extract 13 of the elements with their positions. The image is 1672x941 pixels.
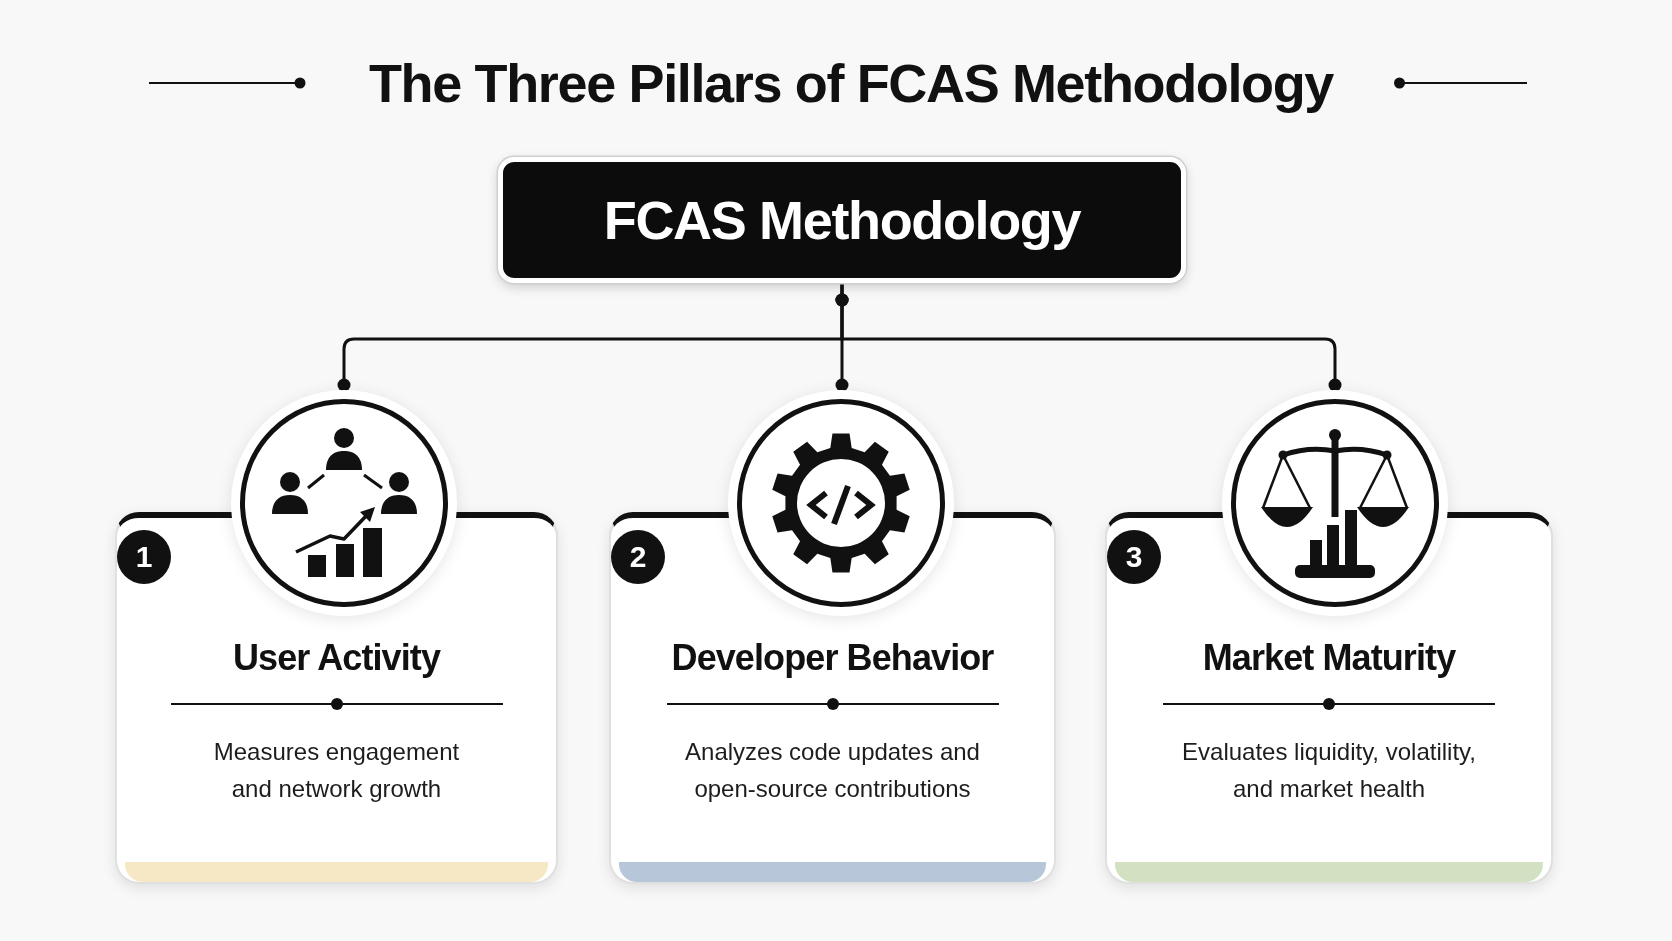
number-badge: 2	[611, 530, 665, 584]
card-description: Analyzes code updates and open-source contributions	[684, 737, 981, 804]
number-badge: 1	[117, 530, 171, 584]
card-description: Measures engagement and network growth	[212, 737, 461, 804]
method-box	[498, 157, 1186, 283]
card-heading: Market Maturity	[1202, 636, 1456, 680]
box-title: FCAS Methodology	[603, 189, 1081, 251]
connector-line	[835, 283, 1342, 392]
diagram-title: The Three Pillars of FCAS Methodology	[368, 52, 1334, 114]
card-description: Evaluates liquidity, volatility, and market health	[1181, 737, 1477, 804]
card-heading: Developer Behavior	[671, 636, 994, 680]
card-heading: User Activity	[232, 636, 441, 680]
number-badge: 3	[1107, 530, 1161, 584]
